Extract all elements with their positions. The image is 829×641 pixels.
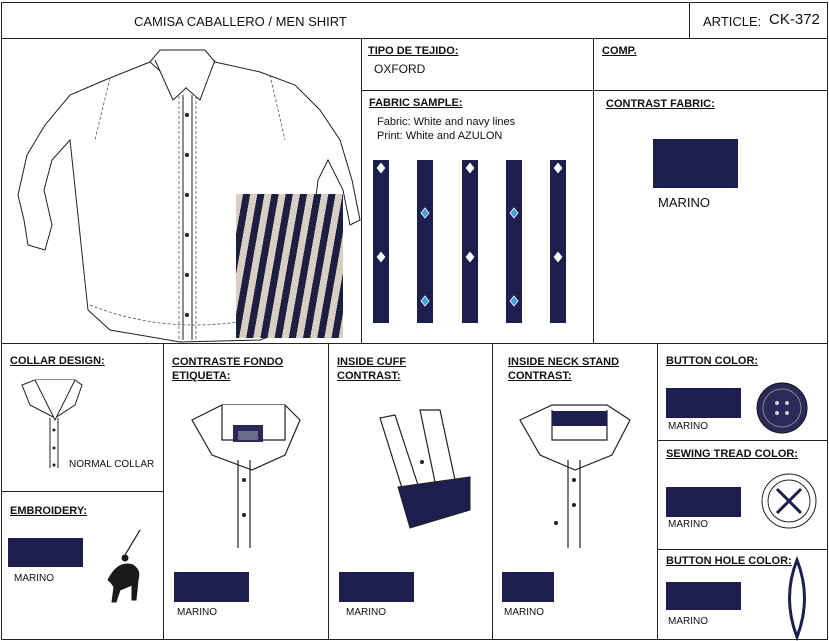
divider-b3 <box>492 343 493 640</box>
cuff-color: MARINO <box>346 607 386 618</box>
hole-heading: BUTTON HOLE COLOR: <box>666 555 792 567</box>
contrast-fabric-color: MARINO <box>658 195 710 210</box>
divider-comp <box>593 38 594 344</box>
fabric-sample-line1: Fabric: White and navy lines <box>377 116 516 128</box>
neck-swatch <box>502 572 554 602</box>
collar-heading: COLLAR DESIGN: <box>10 355 105 367</box>
hole-swatch <box>666 582 741 610</box>
embroidery-heading: EMBROIDERY: <box>10 505 87 517</box>
fabric-sample-heading: FABRIC SAMPLE: <box>369 97 463 109</box>
button-swatch <box>666 388 741 418</box>
tipo-heading: TIPO DE TEJIDO: <box>368 45 459 57</box>
comp-heading: COMP. <box>602 45 637 57</box>
etiqueta-heading-line1: CONTRASTE FONDO <box>172 356 284 368</box>
divider-collar <box>1 491 164 492</box>
cuff-heading-line2: CONTRAST: <box>337 370 401 382</box>
etiqueta-swatch <box>174 572 249 602</box>
embroidery-swatch <box>8 538 83 567</box>
cuff-swatch <box>339 572 414 602</box>
etiqueta-heading-line2: ETIQUETA: <box>172 370 231 382</box>
contrast-fabric-swatch <box>653 139 738 188</box>
divider-b2 <box>328 343 329 640</box>
hole-color: MARINO <box>668 616 708 627</box>
divider-tread <box>657 549 828 550</box>
divider-tipo <box>361 90 828 91</box>
fabric-photo <box>236 194 343 338</box>
tread-color: MARINO <box>668 519 708 530</box>
article-label: ARTICLE: <box>703 14 762 29</box>
divider-b4 <box>657 343 658 640</box>
etiqueta-color: MARINO <box>177 607 217 618</box>
cuff-heading-line1: INSIDE CUFF <box>337 356 407 368</box>
neck-heading-line2: CONTRAST: <box>508 370 572 382</box>
button-heading: BUTTON COLOR: <box>666 355 759 367</box>
tipo-value: OXFORD <box>374 62 426 76</box>
article-code: CK-372 <box>769 11 820 28</box>
header-divider <box>689 2 690 39</box>
tread-heading: SEWING TREAD COLOR: <box>666 448 798 460</box>
fabric-sample-line2: Print: White and AZULON <box>377 130 503 142</box>
neck-color: MARINO <box>504 607 544 618</box>
divider-button <box>657 440 828 441</box>
contrast-fabric-heading: CONTRAST FABRIC: <box>606 98 715 110</box>
neck-heading-line1: INSIDE NECK STAND <box>508 356 620 368</box>
header-title: CAMISA CABALLERO / MEN SHIRT <box>134 14 347 29</box>
divider-shirt <box>361 38 362 344</box>
tread-swatch <box>666 487 741 517</box>
collar-type: NORMAL COLLAR <box>69 459 155 470</box>
button-color: MARINO <box>668 421 708 432</box>
embroidery-color: MARINO <box>14 573 54 584</box>
